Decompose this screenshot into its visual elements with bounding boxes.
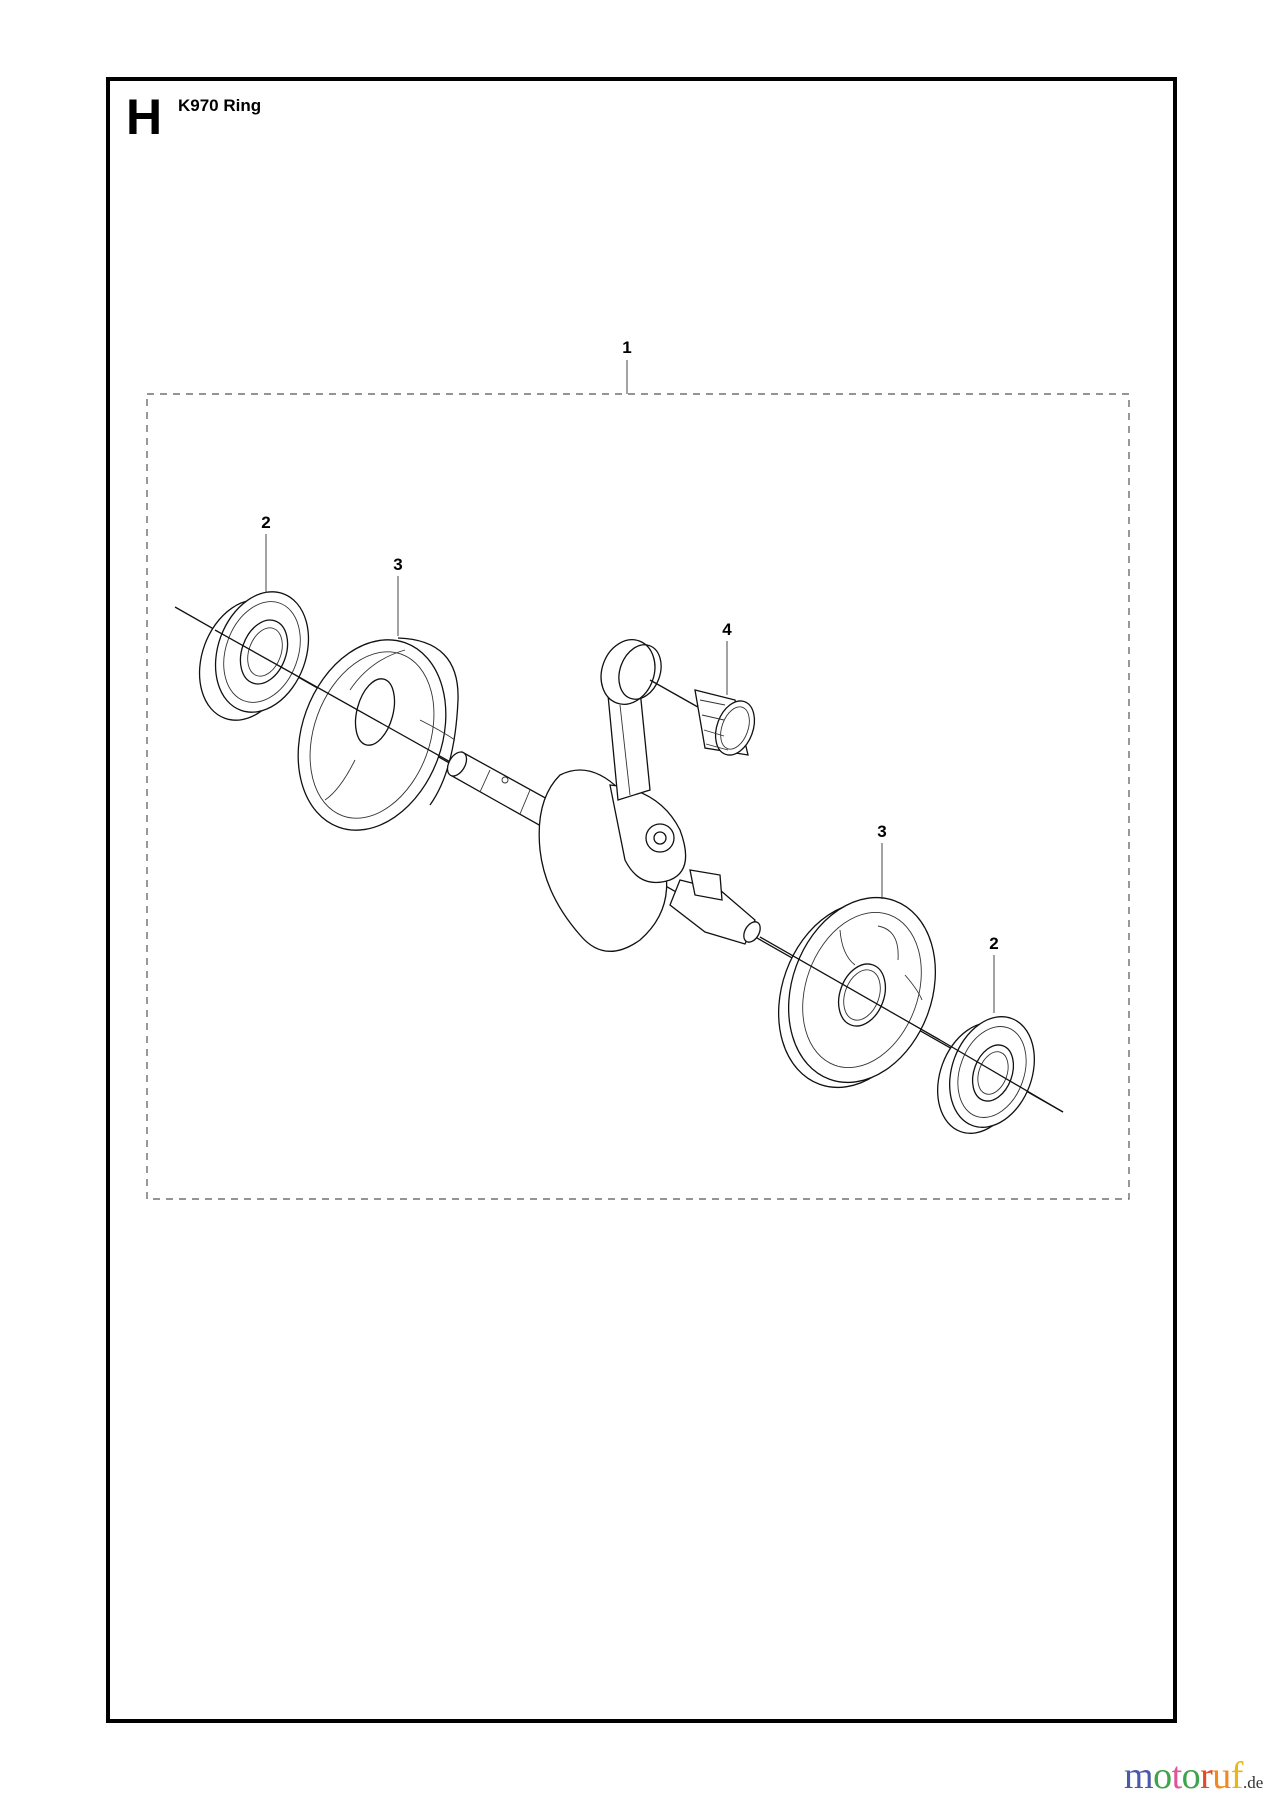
callout-3-left[interactable]: 3	[393, 555, 402, 574]
ball-bearing-left[interactable]	[183, 579, 324, 734]
needle-bearing[interactable]	[649, 679, 761, 760]
callout-2-left[interactable]: 2	[261, 513, 270, 532]
logo-letter-o: o	[1153, 1755, 1172, 1797]
section-letter: H	[126, 89, 163, 145]
callout-3-right[interactable]: 3	[877, 822, 886, 841]
crankshaft[interactable]	[444, 632, 764, 953]
callout-2-right[interactable]: 2	[989, 934, 998, 953]
assembly-boundary-box	[146, 393, 1130, 1200]
logo-letter-f: f	[1230, 1755, 1244, 1797]
logo-letter-r: r	[1200, 1755, 1213, 1797]
page-title: K970 Ring	[178, 96, 262, 115]
logo-letter-m: m	[1124, 1755, 1154, 1797]
page-frame	[106, 77, 1177, 1723]
logo-suffix: .de	[1242, 1773, 1264, 1792]
motoruf-logo[interactable]: motoruf.de	[1124, 1757, 1263, 1795]
crank-ring-left[interactable]	[273, 619, 472, 851]
ball-bearing-right[interactable]	[923, 1005, 1064, 1145]
callout-1[interactable]: 1	[622, 338, 631, 357]
logo-letter-t: t	[1171, 1755, 1183, 1797]
callout-4[interactable]: 4	[722, 620, 732, 639]
logo-letter-o2: o	[1181, 1755, 1201, 1797]
crank-ring-right[interactable]	[754, 877, 961, 1108]
logo-letter-u: u	[1212, 1755, 1231, 1797]
